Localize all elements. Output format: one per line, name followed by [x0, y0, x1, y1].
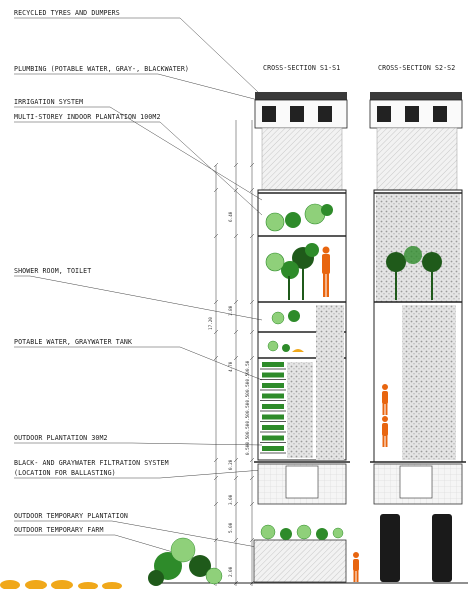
dim-tick	[249, 162, 255, 168]
dim-tick	[233, 457, 239, 463]
dim-tick	[213, 457, 219, 463]
dim-mid: 4.70	[228, 361, 234, 372]
callout-recycled-tyres: RECYCLED TYRES AND DUMPERS	[14, 9, 120, 17]
tower-frame	[257, 189, 347, 461]
dim-tick	[233, 475, 239, 481]
callout-water-tank: POTABLE WATER, GRAYWATER TANK	[14, 338, 132, 346]
stair-shelves	[260, 362, 286, 454]
dim-tick	[249, 233, 255, 239]
dim-tick	[249, 537, 255, 543]
dim-step-label: 0.50	[245, 392, 251, 403]
dim-d1: 0.20	[228, 459, 234, 470]
callout-irrigation: IRRIGATION SYSTEM	[14, 98, 83, 106]
dim-tick	[249, 299, 255, 305]
dim-d4: 2.00	[228, 566, 234, 577]
dim-step-label: 0.50	[245, 402, 251, 413]
roof-tank-right	[318, 106, 332, 122]
dim-step-label: 0.50	[245, 413, 251, 424]
roof-tyres-s2	[370, 92, 462, 100]
dim-tick	[213, 233, 219, 239]
section-title-left: CROSS-SECTION S1-S1	[263, 64, 340, 72]
dim-step-label: 0.50	[245, 360, 251, 371]
dim-tick	[233, 187, 239, 193]
callout-plumbing: PLUMBING (POTABLE WATER, GRAY-, BLACKWAT…	[14, 65, 189, 73]
shelf-plant-row	[262, 383, 284, 388]
plants	[148, 203, 442, 586]
dim-tick	[233, 233, 239, 239]
dim-tick	[249, 355, 255, 361]
dim-tick	[213, 299, 219, 305]
tower-s2	[366, 92, 468, 584]
dim-step-label: 0.50	[245, 371, 251, 382]
callout-ballasting: (LOCATION FOR BALLASTING)	[14, 469, 116, 477]
dim-tick	[213, 329, 219, 335]
shelf-plant-row	[262, 435, 284, 441]
dim-step-label: 0.50	[245, 381, 251, 392]
shelf-plant-row	[262, 372, 284, 378]
callout-indoor-plantation: MULTI-STOREY INDOOR PLANTATION 100M2	[14, 113, 161, 121]
dim-tick	[249, 457, 255, 463]
hay-bales	[0, 580, 122, 589]
dim-tick	[213, 501, 219, 507]
dim-tick	[213, 162, 219, 168]
tank-wall	[287, 362, 313, 458]
dim-tick	[233, 329, 239, 335]
shelf-plant-row	[262, 425, 284, 430]
shelf-plant-row	[262, 446, 284, 451]
dim-step-label: 0.50	[245, 444, 251, 455]
dim-step-label: 0.50	[245, 423, 251, 434]
shelf-plant-row	[262, 362, 284, 367]
callout-filtration-system: BLACK- AND GRAYWATER FILTRATION SYSTEM	[14, 459, 169, 467]
dim-total: 17.20	[208, 317, 214, 330]
dim-tick	[213, 475, 219, 481]
dim-tick	[249, 329, 255, 335]
dim-d3: 5.00	[228, 522, 234, 533]
storage-unit-left	[380, 514, 400, 582]
roof-tank-left	[262, 106, 276, 122]
dim-upper: 6.40	[228, 211, 234, 222]
dim-tick	[249, 501, 255, 507]
dim-tick	[249, 187, 255, 193]
dim-tick	[233, 537, 239, 543]
callout-outdoor-plantation: OUTDOOR PLANTATION 30M2	[14, 434, 108, 442]
people-figures	[292, 246, 388, 582]
dim-step-label: 0.50	[245, 434, 251, 445]
filtration-tank	[285, 465, 319, 499]
dim-tick	[213, 537, 219, 543]
roof-tyres	[255, 92, 347, 100]
dotted-wall	[316, 305, 344, 460]
dotted-facade-lower	[402, 305, 456, 460]
dimension-lines	[213, 120, 255, 586]
shelf-plant-row	[262, 393, 284, 399]
callout-shower-room: SHOWER ROOM, TOILET	[14, 267, 91, 275]
roof-tank-mid	[290, 106, 304, 122]
section-title-right: CROSS-SECTION S2-S2	[378, 64, 455, 72]
callout-temporary-farm: OUTDOOR TEMPORARY FARM	[14, 526, 104, 534]
callout-labels: RECYCLED TYRES AND DUMPERS PLUMBING (POT…	[14, 9, 189, 534]
dim-tick	[233, 162, 239, 168]
dim-tick	[233, 501, 239, 507]
dim-tick	[213, 187, 219, 193]
dim-tick	[233, 299, 239, 305]
dim-tick	[249, 475, 255, 481]
shelf-plant-row	[262, 414, 284, 420]
shelf-plant-row	[262, 404, 284, 409]
dim-d2: 3.00	[228, 494, 234, 505]
dim-tick	[233, 355, 239, 361]
tower-s1	[150, 92, 468, 584]
storage-unit-right	[432, 514, 452, 582]
dimension-labels: 6.40 17.20 1.80 4.70 0.20 3.00 5.00 2.00…	[208, 211, 251, 577]
upper-shaft	[261, 127, 343, 191]
dim-tank: 1.80	[228, 305, 234, 316]
ground-planter	[253, 539, 347, 583]
callout-temporary-plantation: OUTDOOR TEMPORARY PLANTATION	[14, 512, 128, 520]
dim-tick	[213, 355, 219, 361]
